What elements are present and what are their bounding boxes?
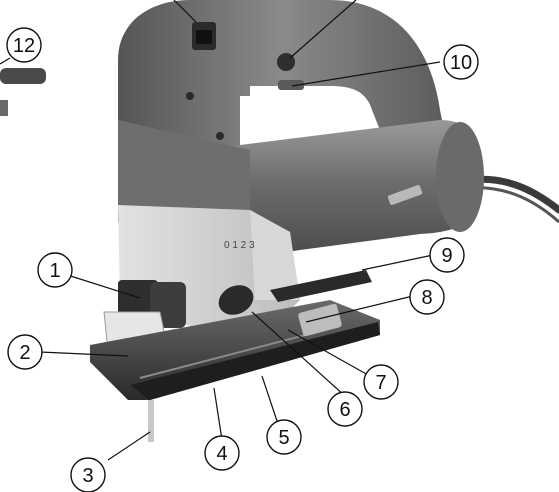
callout-circle bbox=[7, 334, 43, 370]
callout-number: 9 bbox=[441, 245, 452, 267]
callout-10: 10 bbox=[443, 44, 479, 80]
callout-number: 8 bbox=[421, 287, 432, 309]
callout-12: 12 bbox=[6, 27, 42, 63]
callout-8: 8 bbox=[409, 279, 445, 315]
callout-circle bbox=[443, 44, 479, 80]
svg-text:0 1 2 3: 0 1 2 3 bbox=[224, 240, 255, 251]
callout-9: 9 bbox=[429, 237, 465, 273]
callout-circle bbox=[363, 364, 399, 400]
callout-circle bbox=[37, 252, 73, 288]
callout-circle bbox=[70, 457, 106, 492]
callout-number: 12 bbox=[13, 35, 35, 57]
callout-6: 6 bbox=[327, 391, 363, 427]
callout-number: 7 bbox=[375, 372, 386, 394]
callout-number: 5 bbox=[278, 427, 289, 449]
callout-number: 6 bbox=[339, 399, 350, 421]
callout-3: 3 bbox=[70, 457, 106, 492]
callout-circle bbox=[409, 279, 445, 315]
callout-1: 1 bbox=[37, 252, 73, 288]
callout-number: 2 bbox=[19, 342, 30, 364]
detached-accessory bbox=[0, 68, 46, 84]
brand-logo bbox=[387, 185, 423, 205]
callout-5: 5 bbox=[266, 419, 302, 455]
callout-circle bbox=[327, 391, 363, 427]
saw-blade bbox=[148, 400, 154, 442]
callout-circle bbox=[429, 237, 465, 273]
callout-number: 1 bbox=[49, 260, 60, 282]
rear-lever bbox=[270, 270, 372, 302]
callout-circle bbox=[6, 27, 42, 63]
callout-2: 2 bbox=[7, 334, 43, 370]
callout-circle bbox=[266, 419, 302, 455]
callout-number: 3 bbox=[82, 465, 93, 487]
callout-7: 7 bbox=[363, 364, 399, 400]
callout-circle bbox=[204, 435, 240, 471]
callout-number: 10 bbox=[450, 52, 472, 74]
stroke-selector-dial bbox=[218, 285, 254, 315]
leader-lines bbox=[0, 0, 441, 461]
callout-number: 4 bbox=[216, 443, 227, 465]
callout-4: 4 bbox=[204, 435, 240, 471]
